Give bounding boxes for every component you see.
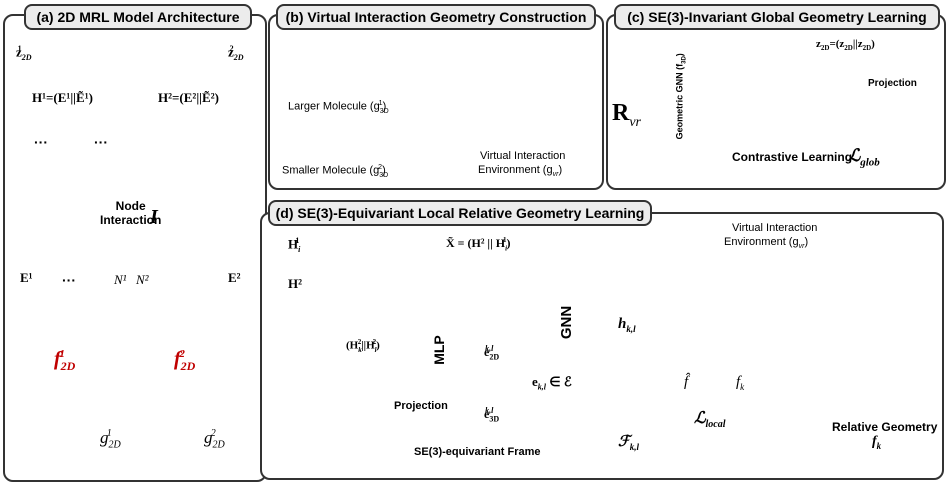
ekl-label: ek,l ∈ ℰ xyxy=(532,374,572,392)
panel-a-title: (a) 2D MRL Model Architecture xyxy=(24,4,252,30)
fk-label: fk xyxy=(736,374,745,392)
projection-label-d: Projection xyxy=(394,400,448,412)
node-interaction-label: Node Interaction xyxy=(100,199,162,227)
hk2-formula: (Hk2||Hl2) xyxy=(346,338,380,354)
panel-b-title: (b) Virtual Interaction Geometry Constru… xyxy=(276,4,596,30)
projection-label-c: Projection xyxy=(868,78,917,89)
interaction-symbol: I xyxy=(150,206,158,228)
panel-d-title: (d) SE(3)-Equivariant Local Relative Geo… xyxy=(268,200,652,226)
h1-formula: H¹=(E¹||Ẽ¹) xyxy=(32,90,93,105)
e2-label: E² xyxy=(228,270,241,285)
virtual-interaction-label-d: Virtual Interaction xyxy=(732,222,818,234)
lglob-label: ℒglob xyxy=(848,146,880,169)
panel-b xyxy=(268,14,604,190)
panel-c-title: (c) SE(3)-Invariant Global Geometry Lear… xyxy=(614,4,940,30)
environment-label-d: Environment (gvr) xyxy=(724,236,809,251)
environment-label: Environment (gvr) xyxy=(478,164,563,179)
n1-label: N¹ xyxy=(114,272,127,287)
geometric-gnn-label: Geometric GNN (f3D) xyxy=(674,53,688,140)
panel-d xyxy=(260,212,944,480)
panel-c xyxy=(606,14,946,190)
hkl-label: hk,l xyxy=(618,316,636,334)
virtual-interaction-label: Virtual Interaction xyxy=(480,150,566,162)
rvr-label: Rvr xyxy=(612,100,642,130)
panel-a xyxy=(3,14,267,482)
z1-label: z2D1 xyxy=(16,44,32,62)
e1-label: E¹ xyxy=(20,270,33,285)
mlp-label: MLP xyxy=(430,335,447,365)
e2d-label: e2Dk,l xyxy=(484,344,500,362)
gnn-label: GNN xyxy=(558,305,576,340)
fkl-label: ℱk,l xyxy=(618,434,640,452)
llocal-label: ℒlocal xyxy=(694,410,726,431)
z2-label: z2D2 xyxy=(228,44,244,62)
ellipsis-2: ··· xyxy=(94,134,108,150)
z2d-formula: z2D=(z2D||z2D) xyxy=(816,38,875,53)
f1-label: f2D1 xyxy=(54,348,76,373)
g2-label: g2D2 xyxy=(204,428,225,451)
f2-label: f2D2 xyxy=(174,348,196,373)
h2-formula: H²=(E²||Ẽ²) xyxy=(158,90,219,105)
hi1-label: Hi1 xyxy=(288,236,301,254)
relative-geometry-fk: fk xyxy=(872,434,882,451)
relative-geometry-label: Relative Geometry xyxy=(832,420,938,434)
larger-molecule-label: Larger Molecule (g3D1) xyxy=(288,100,389,115)
h2-label-d: H² xyxy=(288,276,303,291)
ellipsis-1: ··· xyxy=(34,134,48,150)
e3d-label: e3Dk,l xyxy=(484,406,500,424)
n2-label: N² xyxy=(136,272,149,287)
ellipsis-3: ··· xyxy=(62,272,76,288)
contrastive-learning-label: Contrastive Learning xyxy=(732,150,853,164)
g1-label: g2D1 xyxy=(100,428,121,451)
smaller-molecule-label: Smaller Molecule (g3D2) xyxy=(282,164,389,179)
xtilde-formula: X̃ = (H² || Hi1) xyxy=(446,236,511,253)
se3-frame-label: SE(3)-equivariant Frame xyxy=(414,446,541,458)
fhat-label: f̂ xyxy=(684,374,689,390)
